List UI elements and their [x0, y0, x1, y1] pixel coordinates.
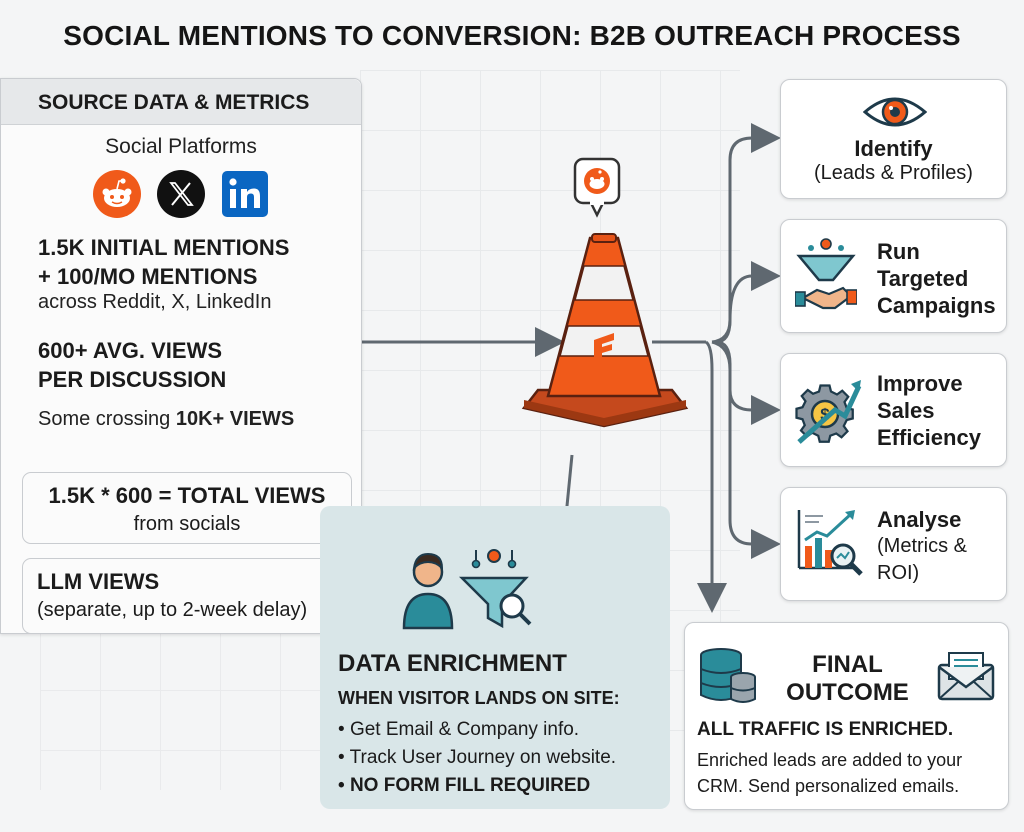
crossing-views: Some crossing 10K+ VIEWS	[1, 408, 361, 431]
background-grid-lower	[40, 630, 330, 790]
x-icon	[156, 169, 206, 219]
platforms-label: Social Platforms	[105, 135, 257, 158]
linkedin-icon	[220, 169, 270, 219]
identify-title: Identify	[854, 136, 933, 161]
arrow-to-campaigns	[715, 261, 781, 344]
reddit-icon	[92, 169, 142, 219]
total-views-sub: from socials	[133, 513, 241, 535]
campaigns-line-2: Targeted	[877, 266, 969, 291]
efficiency-line-1: Improve	[877, 371, 963, 396]
svg-text:$: $	[820, 405, 830, 424]
chart-magnifier-icon	[797, 510, 863, 576]
arrow-to-final	[697, 340, 727, 613]
data-enrichment-panel: DATA ENRICHMENT WHEN VISITOR LANDS ON SI…	[320, 506, 670, 809]
crossing-prefix: Some crossing	[38, 408, 176, 430]
eye-icon	[863, 97, 927, 127]
enrichment-icons	[402, 542, 552, 637]
total-views-box: 1.5K * 600 = TOTAL VIEWS from socials	[22, 472, 352, 544]
analyse-card: Analyse (Metrics & ROI)	[780, 487, 1007, 601]
llm-views-box: LLM VIEWS (separate, up to 2-week delay)	[22, 558, 352, 634]
avg-views-line2: PER DISCUSSION	[38, 367, 227, 392]
campaigns-line-3: Campaigns	[877, 293, 996, 318]
reddit-speech-bubble-icon	[573, 157, 621, 228]
campaigns-line-1: Run	[877, 239, 920, 264]
efficiency-line-2: Sales	[877, 398, 935, 423]
final-outcome-card: FINAL OUTCOME ALL TRAFFIC IS ENRICHED. E…	[684, 622, 1009, 810]
mentions-monthly: + 100/MO MENTIONS	[38, 264, 258, 289]
list-item: NO FORM FILL REQUIRED	[338, 772, 616, 800]
funnel-search-icon	[458, 549, 532, 629]
final-title-line-1: FINAL	[812, 651, 883, 678]
arrow-to-efficiency	[715, 340, 781, 425]
source-data-panel: SOURCE DATA & METRICS Social Platforms	[0, 78, 362, 634]
user-icon	[402, 552, 454, 630]
enrichment-subtitle: WHEN VISITOR LANDS ON SITE:	[338, 688, 620, 708]
final-bold-text: ALL TRAFFIC IS ENRICHED.	[697, 719, 954, 740]
database-icon	[700, 648, 756, 703]
analyse-sub-2: ROI)	[877, 562, 920, 584]
avg-views-line1: 600+ AVG. VIEWS	[38, 338, 223, 363]
campaigns-title: Run Targeted Campaigns	[877, 238, 996, 319]
mentions-platforms: across Reddit, X, LinkedIn	[38, 291, 272, 313]
list-item: Track User Journey on website.	[338, 744, 616, 772]
total-views-formula: 1.5K * 600 = TOTAL VIEWS	[48, 483, 326, 508]
final-title: FINAL OUTCOME	[685, 651, 1010, 707]
identify-sub: (Leads & Profiles)	[814, 162, 973, 184]
arrow-to-identify	[711, 123, 781, 344]
llm-views-sub: (separate, up to 2-week delay)	[37, 599, 308, 621]
funnel-handshake-icon	[795, 238, 857, 310]
envelope-icon	[937, 652, 995, 701]
source-header: SOURCE DATA & METRICS	[1, 79, 361, 125]
efficiency-line-3: Efficiency	[877, 425, 981, 450]
gear-dollar-icon: $	[795, 380, 862, 444]
arrow-to-analyse	[711, 340, 781, 559]
llm-views-title: LLM VIEWS	[37, 569, 160, 594]
final-title-line-2: OUTCOME	[786, 679, 909, 706]
enrichment-list: Get Email & Company info. Track User Jou…	[338, 716, 616, 800]
crossing-bold: 10K+ VIEWS	[175, 408, 295, 430]
analyse-title: Analyse (Metrics & ROI)	[877, 506, 967, 587]
identify-card: Identify (Leads & Profiles)	[780, 79, 1007, 199]
traffic-cone-logo-icon	[520, 150, 690, 430]
efficiency-card: $ Improve Sales Efficiency	[780, 353, 1007, 467]
analyse-sub-1: (Metrics &	[877, 535, 967, 557]
analyse-line-1: Analyse	[877, 507, 962, 532]
campaigns-card: Run Targeted Campaigns	[780, 219, 1007, 333]
page-title: SOCIAL MENTIONS TO CONVERSION: B2B OUTRE…	[63, 20, 961, 51]
efficiency-title: Improve Sales Efficiency	[877, 370, 981, 451]
final-description: Enriched leads are added to your CRM. Se…	[697, 750, 963, 796]
platform-icons	[1, 169, 361, 219]
enrichment-title: DATA ENRICHMENT	[338, 650, 567, 677]
list-item: Get Email & Company info.	[338, 716, 616, 744]
mentions-initial: 1.5K INITIAL MENTIONS	[38, 235, 290, 260]
